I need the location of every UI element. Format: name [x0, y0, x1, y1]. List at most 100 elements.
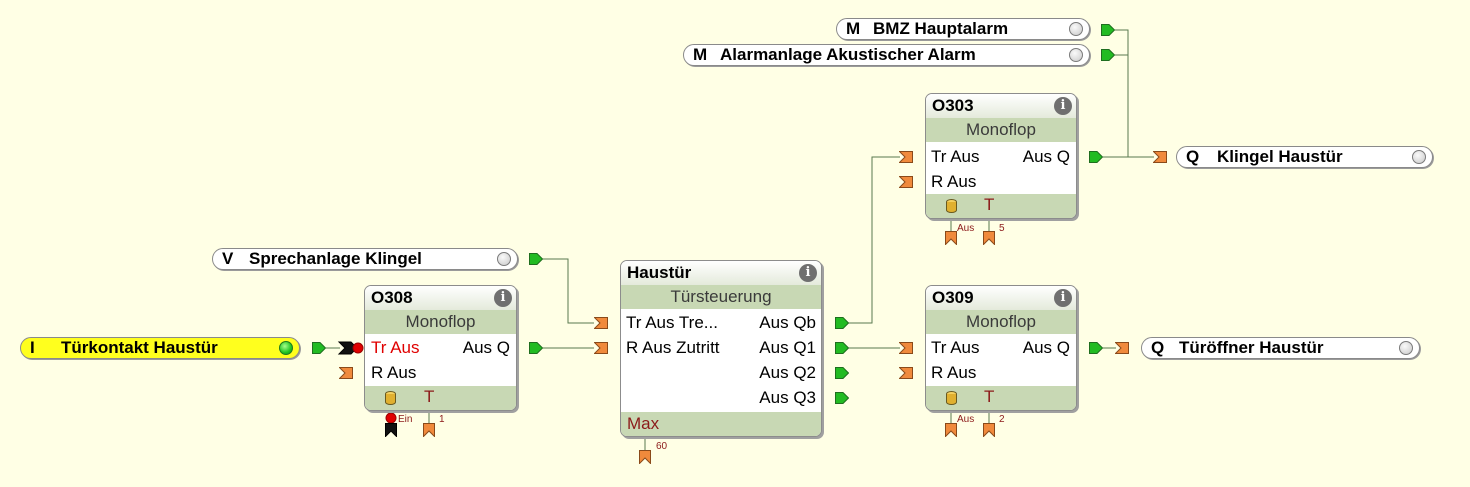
output-label-q: Aus Q — [1022, 147, 1070, 166]
input-label-r: R Aus — [931, 363, 977, 382]
o308-pin-ein-label: Ein — [398, 414, 413, 425]
block-type: Monoflop — [926, 310, 1076, 334]
o303-aus-pin[interactable] — [945, 231, 957, 245]
haustuer-tr-port[interactable] — [594, 317, 608, 329]
input-bmz[interactable]: M BMZ Hauptalarm — [836, 18, 1090, 40]
o308-r-port[interactable] — [339, 367, 353, 379]
block-header — [926, 94, 1076, 118]
tueroeffner-in-port[interactable] — [1115, 342, 1129, 354]
input-label-r: R Aus — [371, 363, 417, 382]
block-haustuer[interactable]: Haustür i Türsteuerung Tr Aus Tre... R A… — [620, 260, 822, 437]
block-header — [365, 286, 516, 310]
io-label: Sprechanlage Klingel — [249, 249, 422, 268]
status-led — [1069, 48, 1083, 62]
info-icon[interactable]: i — [799, 264, 817, 282]
o308-t-pin[interactable] — [423, 423, 435, 437]
haustuer-q1-port[interactable] — [835, 342, 849, 354]
status-led — [1412, 150, 1426, 164]
sprechanlage-out-port[interactable] — [529, 253, 543, 265]
info-icon[interactable]: i — [494, 289, 512, 307]
io-label: BMZ Hauptalarm — [873, 19, 1009, 38]
io-type: V — [222, 249, 234, 268]
output-label-q2: Aus Q2 — [759, 363, 816, 382]
input-label-tr: Tr Aus — [931, 338, 980, 357]
io-label: Türkontakt Haustür — [61, 338, 218, 357]
o309-tr-port[interactable] — [899, 342, 913, 354]
io-type: Q — [1151, 338, 1165, 357]
io-label: Türöffner Haustür — [1179, 338, 1324, 357]
o309-pin-aus-label: Aus — [957, 414, 975, 425]
wire-bmz-to-klingel — [1115, 29, 1129, 157]
output-label-qb: Aus Qb — [759, 313, 816, 332]
klingel-in-port[interactable] — [1153, 151, 1167, 163]
database-icon — [385, 391, 396, 405]
wire-sprechanlage-to-haustuer — [542, 258, 594, 324]
database-icon — [946, 391, 957, 405]
status-led — [497, 252, 511, 266]
o303-pin-aus-label: Aus — [957, 223, 975, 234]
input-label-r: R Aus — [931, 172, 977, 191]
o308-out-port[interactable] — [529, 342, 543, 354]
haustuer-q3-port[interactable] — [835, 392, 849, 404]
status-led — [1069, 22, 1083, 36]
input-label-tr: Tr Aus — [931, 147, 980, 166]
alarmanlage-out-port[interactable] — [1101, 49, 1115, 61]
block-type: Türsteuerung — [621, 285, 821, 309]
input-alarmanlage[interactable]: M Alarmanlage Akustischer Alarm — [683, 44, 1090, 66]
io-type: Q — [1186, 147, 1200, 166]
input-label-r: R Aus Zutritt — [626, 338, 720, 357]
o309-t-pin[interactable] — [983, 423, 995, 437]
haustuer-qb-port[interactable] — [835, 317, 849, 329]
input-tuerkontakt[interactable]: I Türkontakt Haustür — [20, 337, 300, 359]
output-tueroeffner[interactable]: Q Türöffner Haustür — [1141, 337, 1420, 359]
input-sprechanlage[interactable]: V Sprechanlage Klingel — [212, 248, 518, 270]
tuerkontakt-out-port[interactable] — [312, 342, 326, 354]
output-label-q3: Aus Q3 — [759, 388, 816, 407]
bmz-out-port[interactable] — [1101, 24, 1115, 36]
block-id: O303 — [932, 96, 974, 115]
o303-t-pin[interactable] — [983, 231, 995, 245]
block-id: O308 — [371, 288, 413, 307]
param-t: T — [424, 387, 435, 406]
output-label-q1: Aus Q1 — [759, 338, 816, 357]
haustuer-q2-port[interactable] — [835, 367, 849, 379]
block-id: O309 — [932, 288, 974, 307]
param-t: T — [984, 387, 995, 406]
o309-pin-t-value: 2 — [999, 414, 1005, 425]
io-type: I — [30, 338, 35, 357]
o308-pin-t-value: 1 — [439, 414, 445, 425]
haustuer-max-pin[interactable] — [639, 450, 651, 464]
io-type: M — [846, 19, 861, 38]
block-header — [621, 261, 821, 285]
info-icon[interactable]: i — [1054, 289, 1072, 307]
output-label-q: Aus Q — [462, 338, 510, 357]
o309-r-port[interactable] — [899, 367, 913, 379]
block-id: Haustür — [627, 263, 692, 282]
block-o309[interactable]: O309 i Monoflop Tr Aus R Aus Aus Q T — [925, 285, 1077, 411]
o303-pin-t-value: 5 — [999, 223, 1005, 234]
input-label-tr: Tr Aus — [371, 338, 420, 357]
database-icon — [946, 199, 957, 213]
block-o308[interactable]: O308 i Monoflop Tr Aus R Aus Aus Q T — [364, 285, 517, 411]
block-type: Monoflop — [365, 310, 516, 334]
block-o303[interactable]: O303 i Monoflop Tr Aus R Aus Aus Q T — [925, 93, 1077, 219]
wire-haustuer-qb-to-o303 — [848, 156, 900, 324]
block-type: Monoflop — [926, 118, 1076, 142]
io-label: Klingel Haustür — [1217, 147, 1343, 166]
io-label: Alarmanlage Akustischer Alarm — [720, 45, 976, 64]
o308-ein-pin[interactable] — [385, 423, 397, 437]
o309-aus-pin[interactable] — [945, 423, 957, 437]
block-footer — [621, 412, 821, 436]
o303-tr-port[interactable] — [899, 151, 913, 163]
haustuer-r-port[interactable] — [594, 342, 608, 354]
status-led — [1399, 341, 1413, 355]
o303-out-port[interactable] — [1089, 151, 1103, 163]
o308-ein-dot — [385, 412, 397, 424]
o309-out-port[interactable] — [1089, 342, 1103, 354]
o308-tr-port-active[interactable] — [337, 341, 358, 355]
info-icon[interactable]: i — [1054, 97, 1072, 115]
o303-r-port[interactable] — [899, 176, 913, 188]
param-max: Max — [627, 414, 660, 433]
output-klingel[interactable]: Q Klingel Haustür — [1176, 146, 1433, 168]
